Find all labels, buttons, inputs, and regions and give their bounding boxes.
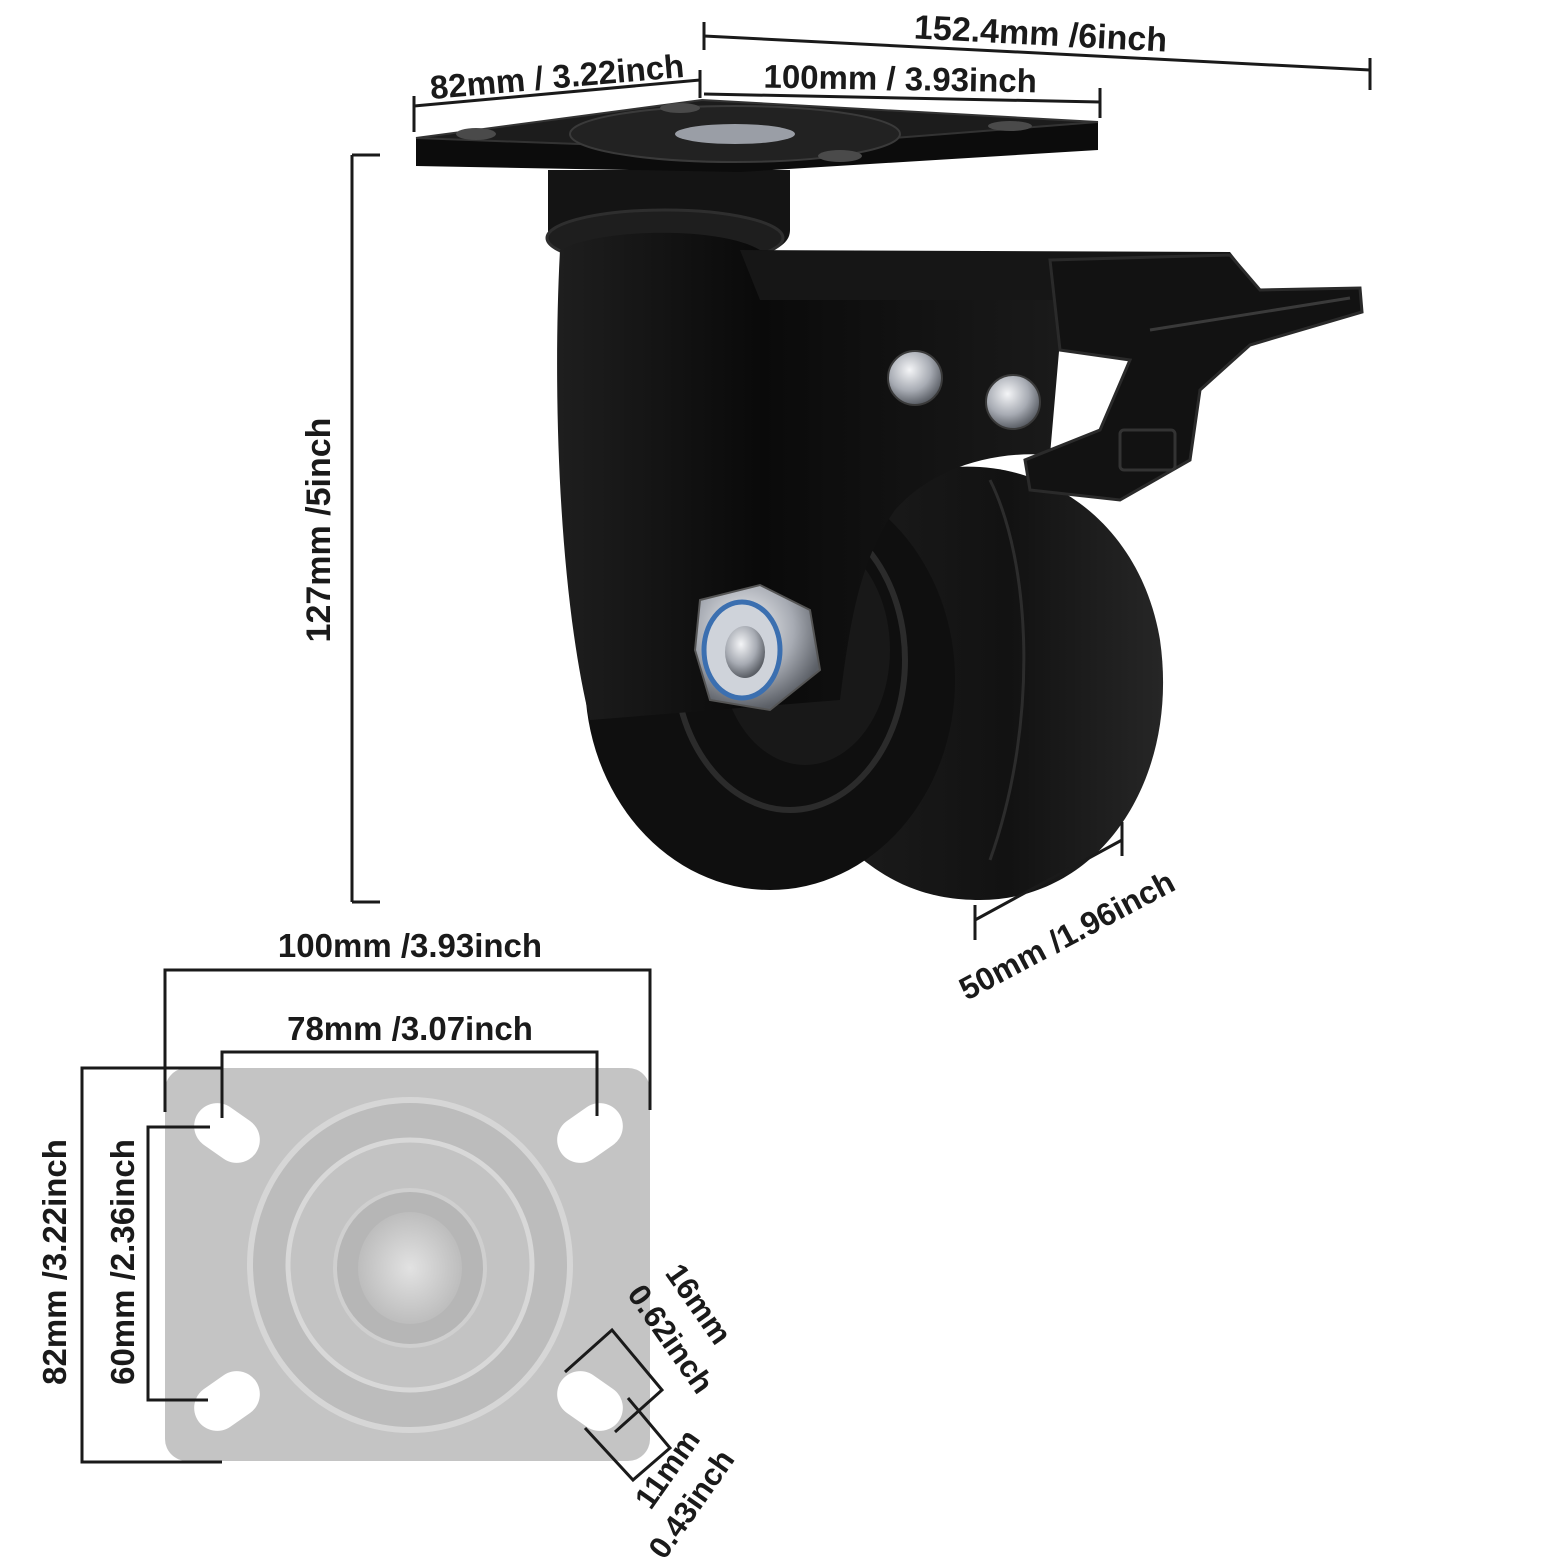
mount-plate-diagram <box>165 1068 650 1461</box>
mount-hole-2 <box>660 103 700 113</box>
plate-kingpin <box>358 1212 462 1324</box>
label-plate-width-top: 100mm / 3.93inch <box>763 58 1037 100</box>
dimension-lines-top <box>350 22 1372 940</box>
label-plate-depth-bottom: 82mm /3.22inch <box>36 1139 73 1385</box>
slot-hole-top-right <box>557 1103 623 1163</box>
brake-latch <box>1118 428 1177 472</box>
label-plate-width-bottom: 100mm /3.93inch <box>278 927 542 964</box>
label-plate-depth-top: 82mm / 3.22inch <box>428 47 685 106</box>
mount-hole-4 <box>818 150 862 162</box>
axle-bolt-center <box>725 626 765 678</box>
wheel-tread-edge <box>988 479 1026 861</box>
dimension-lines-plate <box>80 968 673 1483</box>
slot-hole-top-left <box>194 1103 260 1163</box>
label-hole-spacing-y: 60mm /2.36inch <box>104 1139 141 1385</box>
caster-fork <box>557 232 1060 720</box>
caster-illustration <box>415 98 1364 900</box>
mount-hole-3 <box>988 121 1032 131</box>
brake-pedal-ridge <box>1149 296 1351 332</box>
rivet-right-icon <box>985 374 1041 430</box>
label-hole-spacing-x: 78mm /3.07inch <box>287 1010 533 1047</box>
label-height: 127mm /5inch <box>300 418 338 643</box>
slot-hole-bottom-left <box>194 1371 260 1431</box>
mount-hole-1 <box>456 128 496 140</box>
label-total-length: 152.4mm /6inch <box>913 8 1168 59</box>
slot-hole-bottom-right <box>557 1371 623 1431</box>
top-plate-kingpin <box>675 124 795 144</box>
rivet-left-icon <box>887 350 943 406</box>
brake-lever <box>1023 253 1364 502</box>
